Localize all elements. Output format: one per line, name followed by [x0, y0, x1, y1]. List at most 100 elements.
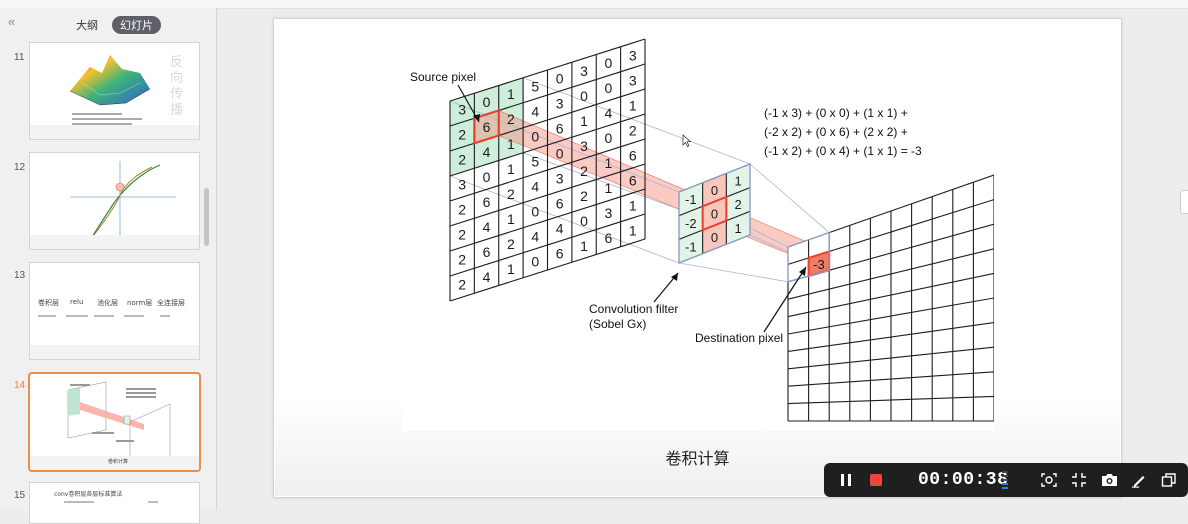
- destination-pixel-cell: [808, 251, 830, 277]
- filter-cell: [679, 230, 703, 263]
- destination-pixel-value: -3: [813, 257, 825, 272]
- slide-number-14: 14: [14, 380, 26, 391]
- window-icon[interactable]: [1158, 463, 1180, 497]
- source-neighborhood-cell: [474, 135, 499, 169]
- guide-line: [449, 100, 680, 193]
- destination-grid-line: [787, 346, 994, 370]
- source-grid-value: 6: [605, 230, 613, 246]
- source-grid-value: 3: [458, 177, 466, 193]
- thumb-footer-band: [30, 235, 199, 249]
- source-neighborhood-cell: [450, 93, 475, 126]
- screen-capture-icon[interactable]: [1038, 463, 1060, 497]
- source-grid-value: 4: [605, 105, 613, 121]
- panel-scrollbar[interactable]: [204, 188, 209, 246]
- source-grid-value: 2: [580, 188, 588, 204]
- screen-recording-toolbar: 00:00:38: [824, 463, 1188, 497]
- source-grid-value: 2: [458, 202, 466, 218]
- source-grid-value: 6: [556, 246, 564, 262]
- thumb11-vertical-title: 反 向 传 播: [170, 55, 186, 119]
- thumb13-header-1: 卷积层: [38, 299, 59, 307]
- source-grid-value: 0: [580, 213, 588, 229]
- source-grid-value: 4: [483, 144, 491, 160]
- destination-grid-line: [787, 395, 994, 405]
- thumb15-detail-lines: [64, 501, 158, 503]
- tab-slides[interactable]: 幻灯片: [112, 16, 161, 34]
- source-neighborhood-cell: [474, 85, 499, 119]
- recording-timer: 00:00:38: [918, 470, 1009, 490]
- destination-arrow: [763, 266, 807, 333]
- thumb11-title-char: 向: [170, 71, 184, 86]
- filter-cell: [726, 211, 750, 245]
- guide-line: [678, 262, 789, 283]
- filter-cell: [702, 220, 727, 254]
- source-grid-value: 0: [483, 94, 491, 110]
- function-graph-image: [70, 161, 176, 239]
- equation-line: (-1 x 3) + (0 x 0) + (1 x 1) +: [764, 106, 908, 120]
- source-grid-value: 0: [483, 169, 491, 185]
- pen-icon[interactable]: [1128, 463, 1150, 497]
- destination-window-outline: [787, 231, 830, 283]
- source-grid-value: 1: [605, 155, 613, 171]
- equation-line: (-1 x 2) + (0 x 4) + (1 x 1) = -3: [764, 144, 922, 158]
- source-grid-value: 3: [458, 102, 466, 118]
- source-grid-value: 4: [556, 221, 564, 237]
- source-neighborhood-cell: [474, 110, 499, 144]
- guide-line: [522, 77, 751, 165]
- source-grid-value: 3: [556, 171, 564, 187]
- source-grid-value: 2: [507, 111, 515, 127]
- thumbnail-slide-12[interactable]: [29, 152, 200, 250]
- filter-grid-value: -1: [685, 192, 697, 207]
- thumb-footer-band: [30, 125, 199, 139]
- filter-cell: [726, 187, 750, 221]
- filter-grid-value: -1: [685, 240, 697, 255]
- slide-thumbnail-panel: « 大纲 幻灯片 11 反 向 传 播: [0, 8, 217, 524]
- source-grid-value: 6: [629, 172, 637, 188]
- camera-icon[interactable]: [1098, 463, 1120, 497]
- source-pixel-highlight: [473, 108, 500, 145]
- source-grid-value: 2: [458, 252, 466, 268]
- source-pixel-arrowhead: [473, 114, 480, 122]
- thumb13-detail-lines: [38, 315, 170, 317]
- source-grid-value: 6: [556, 196, 564, 212]
- source-grid-value: 1: [629, 97, 637, 113]
- source-grid-value: 1: [629, 222, 637, 238]
- source-neighborhood-cell: [450, 118, 475, 151]
- source-grid-line: [449, 188, 646, 252]
- audio-level-icon: [1000, 463, 1010, 497]
- source-grid-value: 1: [507, 136, 515, 152]
- source-grid-value: 1: [580, 238, 588, 254]
- destination-grid-line: [787, 297, 994, 335]
- source-grid-value: 6: [483, 119, 491, 135]
- thumbnail-slide-11[interactable]: 反 向 传 播: [29, 42, 200, 140]
- thumbnail-slide-14[interactable]: 卷积计算: [28, 372, 201, 472]
- fullscreen-exit-icon[interactable]: [1068, 463, 1090, 497]
- filter-grid-value: 0: [711, 183, 718, 198]
- source-grid-value: 0: [605, 55, 613, 71]
- stop-icon[interactable]: [866, 463, 886, 497]
- source-grid-value: 4: [483, 219, 491, 235]
- filter-outline: [678, 163, 751, 264]
- source-grid-value: 3: [629, 72, 637, 88]
- source-grid-value: 1: [507, 211, 515, 227]
- slide-caption: 卷积计算: [665, 449, 730, 468]
- right-side-handle[interactable]: [1180, 190, 1188, 214]
- thumbnail-slide-13[interactable]: 卷积层 relu 池化层 norm层 全连接层: [29, 262, 200, 360]
- filter-cell: [726, 164, 750, 197]
- source-grid-value: 3: [580, 138, 588, 154]
- source-grid-value: 3: [556, 96, 564, 112]
- tab-outline[interactable]: 大纲: [76, 19, 98, 32]
- mouse-cursor-icon: [682, 134, 692, 147]
- collapse-panel-button[interactable]: «: [8, 14, 16, 29]
- filter-grid-value: 1: [735, 174, 742, 189]
- source-grid-value: 5: [531, 153, 539, 169]
- thumbnail-slide-15[interactable]: conv卷积层各层标准算法: [29, 482, 200, 524]
- source-grid-line: [449, 238, 646, 302]
- source-grid-value: 4: [483, 269, 491, 285]
- panel-tabs: 大纲 幻灯片: [68, 16, 161, 34]
- source-grid-value: 4: [531, 178, 539, 194]
- pause-icon[interactable]: [836, 463, 856, 497]
- filter-grid-value: 2: [735, 197, 742, 212]
- thumb-footer-band: [30, 456, 199, 470]
